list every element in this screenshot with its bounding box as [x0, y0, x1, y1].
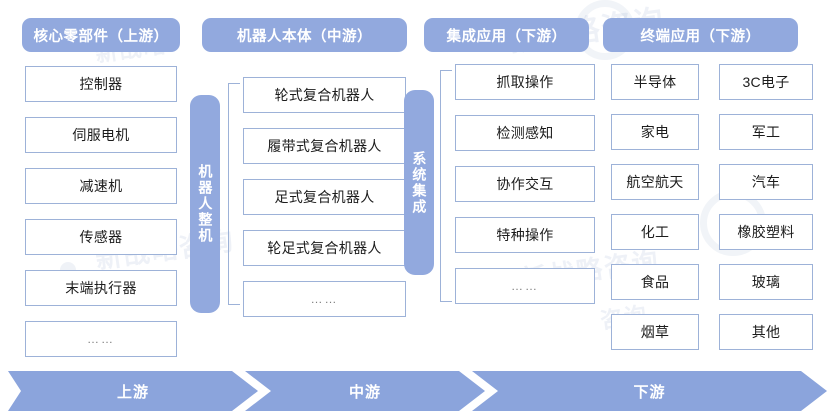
column-header-integrated-app[interactable]: 集成应用（下游）: [424, 18, 589, 52]
list-item[interactable]: ……: [25, 321, 177, 357]
flow-arrow-label: 下游: [633, 383, 666, 401]
list-item[interactable]: 其他: [719, 314, 813, 350]
list-item[interactable]: 轮足式复合机器人: [243, 230, 406, 266]
list-item[interactable]: 3C电子: [719, 64, 813, 100]
list-item[interactable]: 航空航天: [611, 164, 699, 200]
vertical-label-robot-whole-machine[interactable]: 机器人整机: [190, 95, 220, 313]
list-item[interactable]: 控制器: [25, 66, 177, 102]
list-item[interactable]: 橡胶塑料: [719, 214, 813, 250]
list-item[interactable]: 家电: [611, 114, 699, 150]
list-item[interactable]: 军工: [719, 114, 813, 150]
bracket-robot-body: [228, 83, 240, 305]
list-item[interactable]: 足式复合机器人: [243, 179, 406, 215]
list-item[interactable]: 食品: [611, 264, 699, 300]
column-header-terminal-app[interactable]: 终端应用（下游）: [603, 18, 798, 52]
list-item[interactable]: 轮式复合机器人: [243, 77, 406, 113]
list-item[interactable]: 玻璃: [719, 264, 813, 300]
list-item[interactable]: 化工: [611, 214, 699, 250]
flow-arrow-label: 中游: [348, 383, 381, 401]
column-header-core-parts[interactable]: 核心零部件（上游）: [22, 18, 180, 52]
list-item[interactable]: ……: [455, 268, 595, 304]
list-item[interactable]: 减速机: [25, 168, 177, 204]
list-item[interactable]: 履带式复合机器人: [243, 128, 406, 164]
list-item[interactable]: ……: [243, 281, 406, 317]
flow-arrow-midstream[interactable]: 中游: [245, 371, 485, 411]
list-item[interactable]: 伺服电机: [25, 117, 177, 153]
list-item[interactable]: 汽车: [719, 164, 813, 200]
list-item[interactable]: 检测感知: [455, 115, 595, 151]
list-item[interactable]: 烟草: [611, 314, 699, 350]
list-item[interactable]: 半导体: [611, 64, 699, 100]
list-item[interactable]: 抓取操作: [455, 64, 595, 100]
vertical-label-text: 机器人整机: [197, 164, 214, 244]
vertical-label-text: 系统集成: [411, 150, 428, 215]
flow-arrow-label: 上游: [116, 383, 149, 401]
bracket-integrated-app: [440, 70, 452, 302]
vertical-label-system-integration[interactable]: 系统集成: [404, 90, 434, 275]
list-item[interactable]: 协作交互: [455, 166, 595, 202]
list-item[interactable]: 特种操作: [455, 217, 595, 253]
flow-arrow-upstream[interactable]: 上游: [8, 371, 258, 411]
column-header-robot-body[interactable]: 机器人本体（中游）: [202, 18, 407, 52]
list-item[interactable]: 传感器: [25, 219, 177, 255]
flow-arrow-downstream[interactable]: 下游: [472, 371, 827, 411]
list-item[interactable]: 末端执行器: [25, 270, 177, 306]
